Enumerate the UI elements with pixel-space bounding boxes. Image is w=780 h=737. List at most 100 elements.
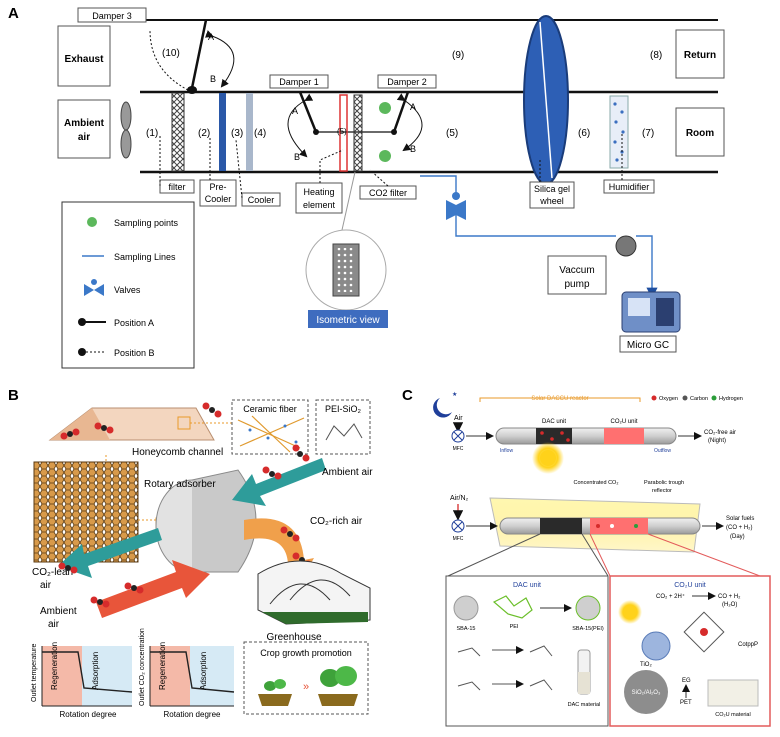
humidifier-droplets — [613, 102, 625, 162]
hydrogen-dot — [711, 395, 717, 401]
damper2-blade — [392, 91, 410, 133]
damper3-dotted-line — [149, 29, 189, 91]
return-box — [675, 29, 725, 79]
co2u-unit-night — [604, 428, 644, 444]
cotpp-label: CotppP — [738, 642, 758, 648]
solar-fuels-label-2: (CO + H₂) — [726, 525, 753, 531]
damper3-pivot — [187, 86, 197, 94]
carbon-dot — [682, 395, 688, 401]
precooler-label-2: Cooler — [205, 194, 232, 204]
legend-position-a: Position A — [114, 318, 154, 328]
ylabel-temp: Outlet temperature — [31, 644, 38, 702]
pei-structure — [325, 423, 363, 441]
dac-funnel — [447, 533, 609, 577]
co2u-eq-3: (H₂O) — [722, 602, 737, 608]
label-4: (4) — [254, 128, 266, 139]
inflow-label: Inflow — [500, 448, 513, 454]
co2filter-label: CO2 filter — [369, 188, 407, 198]
solar-fuels-label-1: Solar fuels — [726, 516, 754, 522]
vacuum-pump-icon — [615, 235, 637, 257]
co2-filter-element — [353, 94, 363, 172]
damper2-pivot — [391, 129, 397, 135]
damper2-pos-b: B — [410, 144, 416, 154]
damper3-label: Damper 3 — [92, 11, 132, 21]
honeycomb-channel-side — [50, 408, 110, 440]
honeycomb-texture — [33, 461, 139, 563]
carbon-label: Carbon — [690, 396, 708, 402]
heating-element — [339, 94, 348, 172]
growth-arrow-icon: » — [303, 681, 309, 693]
cooler-box — [241, 192, 281, 207]
dac-reaction-schemes — [457, 645, 553, 691]
co2-lean-label-1: CO₂-lean — [32, 567, 73, 578]
vaccum-box — [547, 255, 607, 295]
ambient-air-bottom-arrow — [96, 560, 210, 618]
pei-structure-c — [492, 595, 533, 619]
ambient-bl-label-2: air — [48, 619, 60, 630]
fan-icon — [120, 101, 132, 159]
oxygen-dot — [651, 395, 657, 401]
sba15-sphere — [453, 595, 479, 621]
sba15-label: SBA-15 — [457, 626, 476, 632]
fiber-dots — [248, 424, 298, 444]
leader-lines — [159, 134, 623, 199]
ylabel-co2: Outlet CO₂ concentration — [139, 628, 146, 706]
iso-view-box — [308, 310, 388, 328]
silica-label-1: Silica gel — [534, 184, 570, 194]
eg-label: EG — [682, 678, 691, 684]
damper3-swing-arrow — [204, 30, 235, 88]
iso-connector — [341, 171, 356, 231]
damper3-box — [77, 7, 147, 23]
filter-label: filter — [168, 182, 185, 192]
heating-label-2: element — [303, 200, 336, 210]
label-1: (1) — [146, 128, 158, 139]
panel-a-letter: A — [8, 5, 19, 22]
outflow-label: Outflow — [654, 448, 671, 454]
co2-plot: Regeneration Adsorption Outlet CO₂ conce… — [139, 628, 235, 719]
co2-free-label-2: (Night) — [708, 438, 726, 444]
tio2-label: TiO₂ — [640, 662, 652, 668]
panel-c: C ★ Solar DACCU reactor Oxygen Carbon Hy… — [402, 387, 771, 727]
heating-label-1: Heating — [303, 187, 334, 197]
pei-sio2-box — [315, 399, 371, 455]
return-label: Return — [684, 50, 716, 61]
pei-sio2-label: PEI-SiO₂ — [325, 404, 362, 414]
iso-view-label: Isometric view — [316, 315, 380, 326]
xlabel-2: Rotation degree — [164, 710, 221, 719]
oxygen-label: Oxygen — [659, 396, 678, 402]
valve-icon — [446, 192, 466, 220]
co2u-unit-label-top: CO₂U unit — [610, 419, 637, 425]
sba15-pei-label: SBA-15(PEI) — [572, 626, 604, 632]
heating-box — [295, 182, 343, 214]
precooler-box — [199, 179, 237, 207]
ambient-air-top-label: Ambient air — [322, 467, 373, 478]
legend-valve-icon — [84, 279, 104, 296]
damper3-blade — [190, 19, 208, 89]
legend-sampling-points: Sampling points — [114, 218, 179, 228]
reactor-label: Solar DACCU reactor — [531, 396, 588, 402]
co2u-material-photo — [707, 679, 759, 707]
dac-unit-day — [540, 518, 582, 534]
sio2-al2o3-sphere — [624, 670, 668, 714]
room-label: Room — [686, 128, 714, 139]
co2u-eq-2: CO + H₂ — [718, 594, 741, 600]
day-dots — [596, 524, 638, 528]
adsorp-label-1: Adsorption — [91, 652, 100, 690]
humidifier-box — [603, 179, 655, 194]
legend-green-point — [87, 217, 97, 227]
vaccum-label-2: pump — [564, 279, 589, 290]
humidifier-label: Humidifier — [609, 182, 650, 192]
silica-wheel-highlight — [539, 21, 553, 179]
label-9: (9) — [452, 50, 464, 61]
damper1-pos-b: B — [294, 152, 300, 162]
sio2-al2o3-label: SiO₂/Al₂O₃ — [632, 690, 661, 696]
reactor-bracket — [479, 397, 641, 402]
dac-material-label: DAC material — [568, 702, 601, 708]
exhaust-box — [57, 25, 111, 87]
mfc-label-2: MFC — [453, 536, 464, 542]
label-3: (3) — [231, 128, 243, 139]
ambient-label-1: Ambient — [64, 118, 105, 129]
ambient-bl-label-1: Ambient — [40, 606, 77, 617]
label-6: (6) — [578, 128, 590, 139]
panel-a: A Exhaust Ambient air Return Room Damper… — [8, 5, 725, 369]
